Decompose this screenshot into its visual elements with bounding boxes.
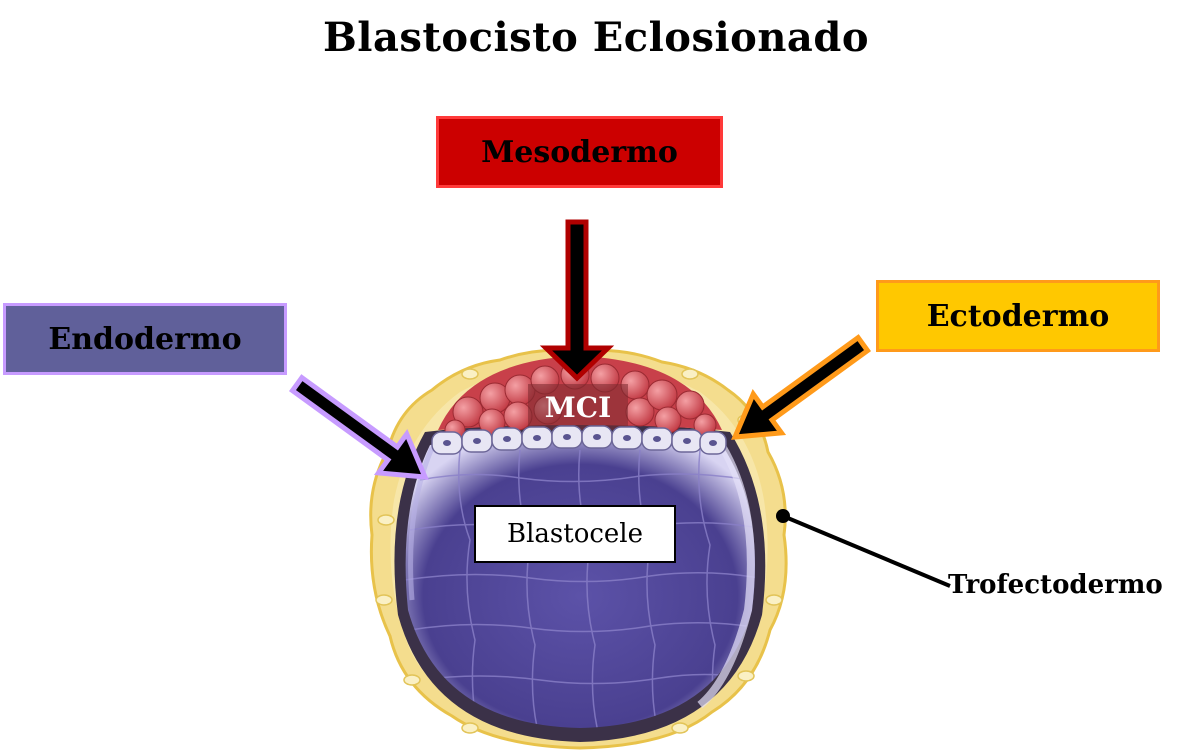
ectodermo-label: Ectodermo [876, 280, 1160, 352]
ectodermo-arrow [731, 334, 872, 440]
inner-cell-mass [431, 356, 727, 455]
mesodermo-text: Mesodermo [481, 134, 678, 170]
ectodermo-text: Ectodermo [926, 298, 1110, 334]
endodermo-arrow [288, 374, 429, 480]
mci-label: MCI [544, 390, 612, 424]
diagram-title: Blastocisto Eclosionado [322, 14, 869, 61]
endodermo-text: Endodermo [48, 321, 242, 357]
mesodermo-label: Mesodermo [436, 116, 723, 188]
endodermo-label: Endodermo [3, 303, 287, 375]
mesodermo-arrow [539, 219, 615, 382]
blastocele-label: Blastocele [474, 505, 676, 563]
blastocele-text: Blastocele [506, 519, 644, 549]
trofectodermo-label: Trofectodermo [948, 570, 1163, 600]
trofectodermo-pointer [776, 509, 951, 588]
